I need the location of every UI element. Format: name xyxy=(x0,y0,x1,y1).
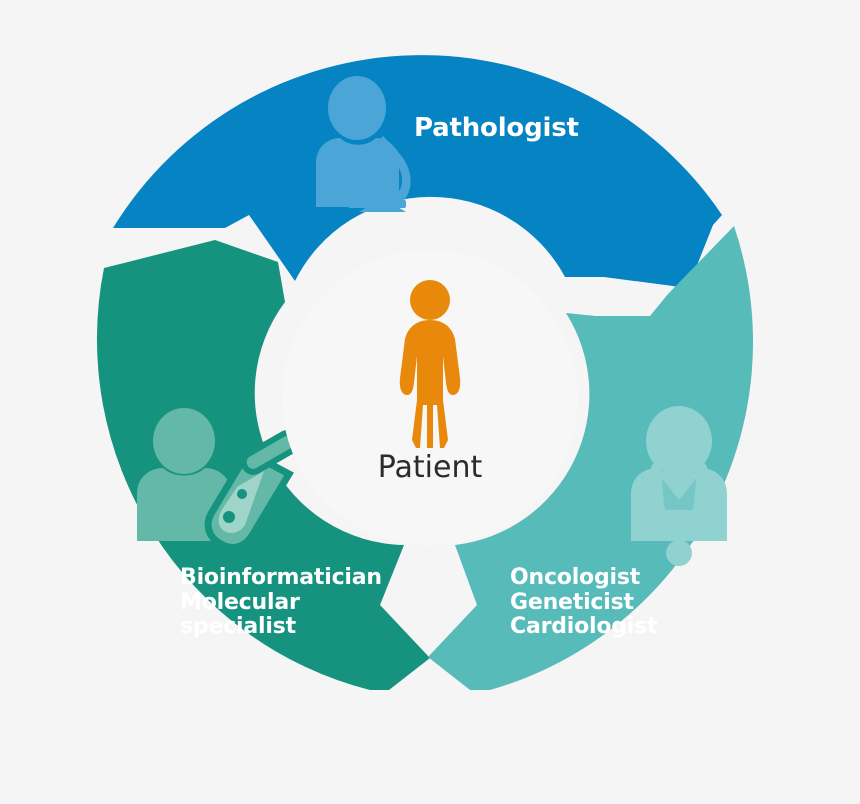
segment-oncologist[interactable] xyxy=(428,226,754,690)
segment-oncologist-shape[interactable] xyxy=(428,226,754,690)
segment-bioinformatician-label: Bioinformatician Molecular specialist xyxy=(180,565,382,640)
segment-pathologist-label: Pathologist xyxy=(414,113,579,143)
segment-bioinformatician[interactable] xyxy=(96,240,431,690)
center-patient-label: Patient xyxy=(377,450,483,485)
person-microscope-icon xyxy=(316,76,411,212)
segment-pathologist[interactable] xyxy=(113,55,722,288)
doctor-stethoscope-icon xyxy=(631,406,727,566)
person-test-tube-icon xyxy=(137,408,300,551)
segment-pathologist-shape[interactable] xyxy=(113,55,722,288)
segment-oncologist-label: Oncologist Geneticist Cardiologist xyxy=(510,565,658,640)
person-figure-icon xyxy=(399,280,461,448)
